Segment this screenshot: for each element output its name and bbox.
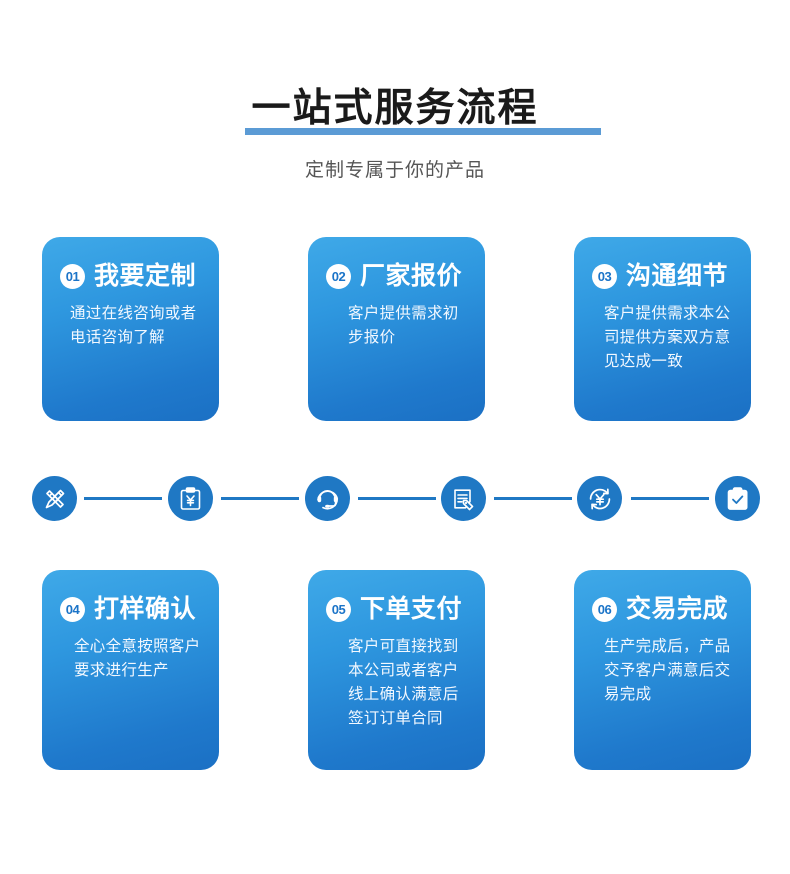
step-card-02[interactable]: 02 厂家报价 客户提供需求初步报价 — [308, 237, 485, 421]
step-card-header: 03 沟通细节 — [574, 237, 751, 290]
step-card-01[interactable]: 01 我要定制 通过在线咨询或者电话咨询了解 — [42, 237, 219, 421]
step-card-header: 04 打样确认 — [42, 570, 219, 623]
step-card-header: 01 我要定制 — [42, 237, 219, 290]
connector-line — [631, 497, 709, 500]
document-tag-icon[interactable] — [441, 476, 486, 521]
step-number-badge: 04 — [60, 596, 85, 622]
step-card-05[interactable]: 05 下单支付 客户可直接找到本公司或者客户线上确认满意后签订订单合同 — [308, 570, 485, 770]
headset-icon[interactable] — [305, 476, 350, 521]
step-description: 客户提供需求初步报价 — [348, 305, 459, 346]
page-subtitle: 定制专属于你的产品 — [304, 160, 485, 181]
title-underline-bar — [245, 128, 601, 135]
step-card-header: 06 交易完成 — [574, 570, 751, 623]
step-number-badge: 03 — [592, 263, 617, 289]
step-title: 交易完成 — [626, 595, 729, 623]
connector-line — [84, 497, 162, 500]
step-card-header: 02 厂家报价 — [308, 237, 485, 290]
yuan-refresh-icon[interactable] — [577, 476, 622, 521]
title-block: 一站式服务流程 — [0, 84, 790, 140]
step-number-badge: 06 — [592, 596, 617, 622]
clipboard-yuan-icon[interactable] — [168, 476, 213, 521]
step-card-03[interactable]: 03 沟通细节 客户提供需求本公司提供方案双方意见达成一致 — [574, 237, 751, 421]
connector-line — [221, 497, 299, 500]
step-title: 厂家报价 — [360, 262, 463, 290]
step-title: 沟通细节 — [626, 262, 729, 290]
step-description: 全心全意按照客户要求进行生产 — [74, 638, 201, 679]
step-card-06[interactable]: 06 交易完成 生产完成后，产品交予客户满意后交易完成 — [574, 570, 751, 770]
step-number-badge: 05 — [326, 596, 351, 622]
page-title: 一站式服务流程 — [251, 87, 539, 130]
step-description: 生产完成后，产品交予客户满意后交易完成 — [604, 638, 731, 703]
pen-ruler-icon[interactable] — [32, 476, 77, 521]
step-title: 打样确认 — [94, 595, 197, 623]
clipboard-check-icon[interactable] — [715, 476, 760, 521]
step-description: 客户提供需求本公司提供方案双方意见达成一致 — [604, 305, 731, 370]
process-icon-strip — [0, 476, 790, 522]
step-number-badge: 02 — [326, 263, 351, 289]
step-description: 通过在线咨询或者电话咨询了解 — [70, 305, 197, 346]
step-card-04[interactable]: 04 打样确认 全心全意按照客户要求进行生产 — [42, 570, 219, 770]
connector-line — [358, 497, 436, 500]
step-title: 下单支付 — [360, 595, 463, 623]
step-description: 客户可直接找到本公司或者客户线上确认满意后签订订单合同 — [348, 638, 459, 727]
step-title: 我要定制 — [94, 262, 197, 290]
step-number-badge: 01 — [60, 263, 85, 289]
connector-line — [494, 497, 572, 500]
step-card-header: 05 下单支付 — [308, 570, 485, 623]
